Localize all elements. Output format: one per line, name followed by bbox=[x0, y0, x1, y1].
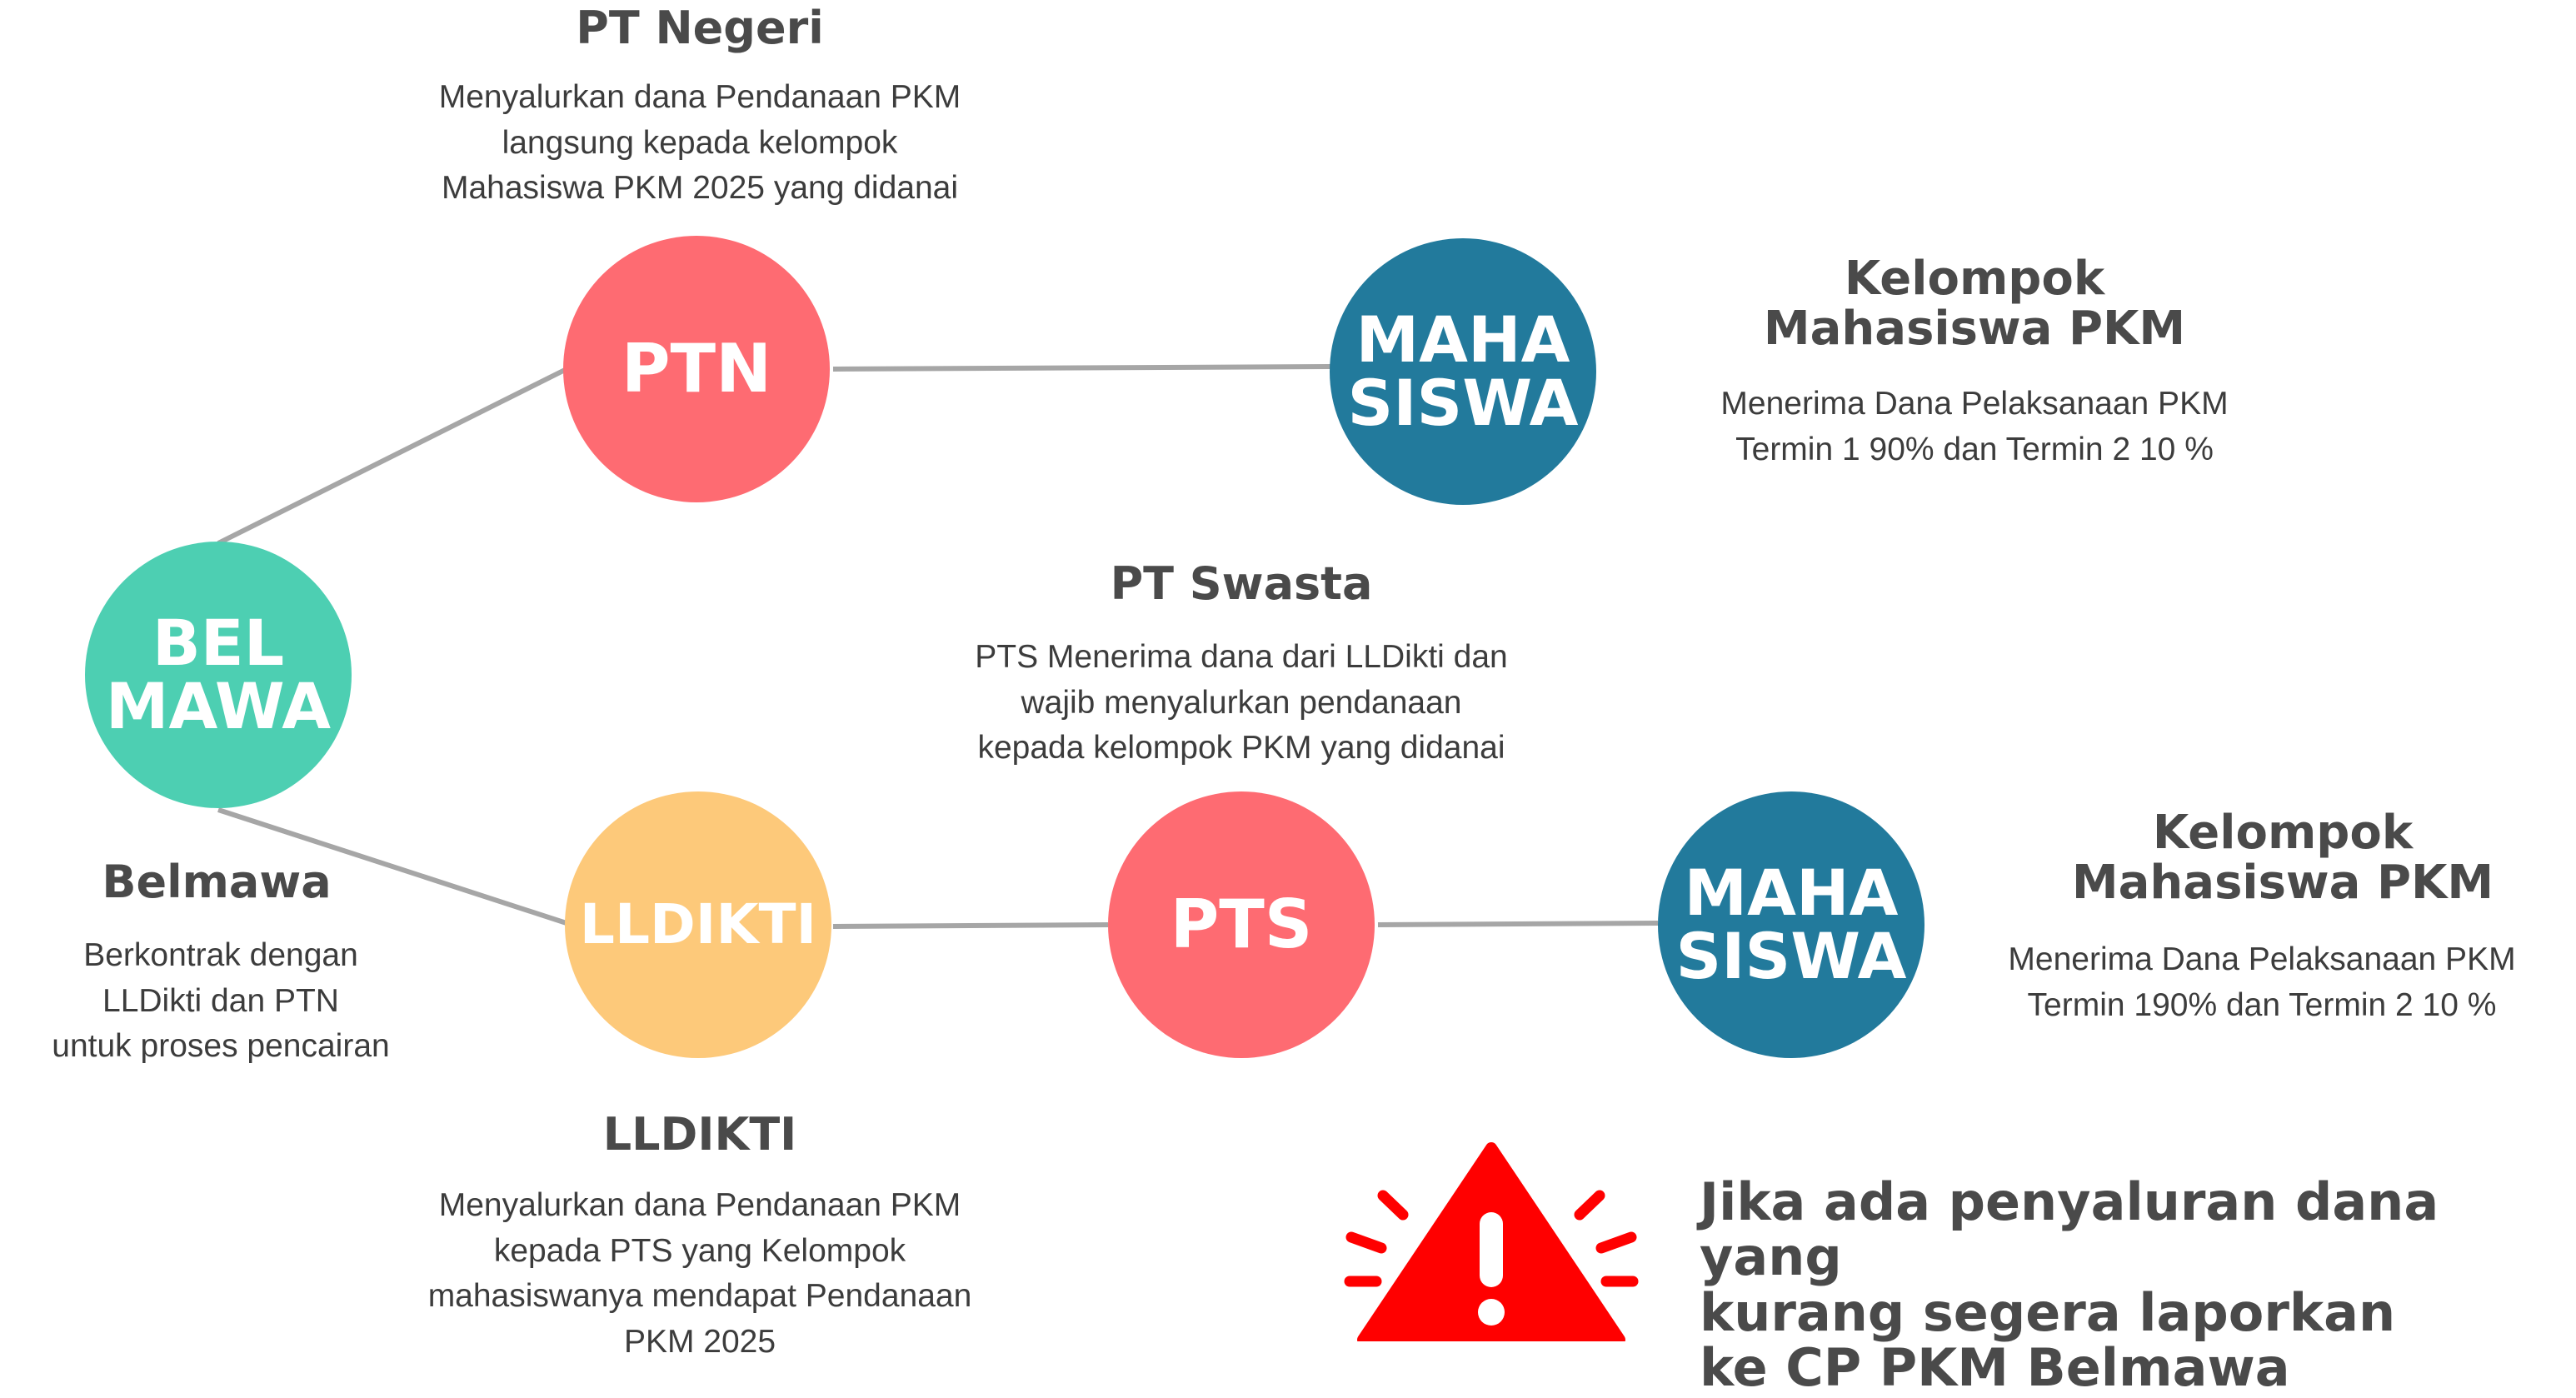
mahasiswa-node-1: MAHA SISWA bbox=[1330, 238, 1596, 505]
warning-message: Jika ada penyaluran dana yang kurang seg… bbox=[1700, 1171, 2439, 1398]
lldikti-desc: Menyalurkan dana Pendanaan PKM kepada PT… bbox=[427, 1187, 972, 1360]
pt-negeri-desc: Menyalurkan dana Pendanaan PKM langsung … bbox=[438, 79, 961, 207]
kelompok-mahasiswa-2-title: Kelompok Mahasiswa PKM bbox=[2071, 806, 2494, 911]
mahasiswa-node-2: MAHA SISWA bbox=[1658, 791, 1925, 1058]
warning-triangle-icon bbox=[1344, 1142, 1639, 1341]
pt-swasta-title: PT Swasta bbox=[1110, 557, 1373, 610]
lldikti-node: LLDIKTI bbox=[565, 791, 831, 1058]
connector-lines bbox=[217, 364, 1659, 929]
kelompok-mahasiswa-1-desc: Menerima Dana Pelaksanaan PKM Termin 1 9… bbox=[1720, 386, 2229, 467]
pt-negeri-title: PT Negeri bbox=[576, 2, 824, 54]
edge-belmawa-ptn bbox=[217, 364, 573, 546]
ptn-node: PTN bbox=[563, 236, 830, 502]
belmawa-node: BEL MAWA bbox=[85, 542, 352, 808]
edge-belmawa-lldikti bbox=[217, 807, 572, 927]
lldikti-title: LLDIKTI bbox=[602, 1108, 797, 1161]
belmawa-title: Belmawa bbox=[102, 856, 332, 908]
kelompok-mahasiswa-1-title: Kelompok Mahasiswa PKM bbox=[1763, 252, 2186, 357]
edge-lldikti-pts bbox=[832, 922, 1109, 929]
pt-swasta-desc: PTS Menerima dana dari LLDikti dan wajib… bbox=[975, 639, 1508, 766]
pts-node: PTS bbox=[1108, 791, 1375, 1058]
belmawa-desc: Berkontrak dengan LLDikti dan PTN untuk … bbox=[52, 937, 390, 1065]
kelompok-mahasiswa-2-desc: Menerima Dana Pelaksanaan PKM Termin 190… bbox=[2008, 941, 2516, 1023]
edge-pts-mahasiswa bbox=[1377, 921, 1659, 927]
edge-ptn-mahasiswa bbox=[832, 364, 1332, 372]
